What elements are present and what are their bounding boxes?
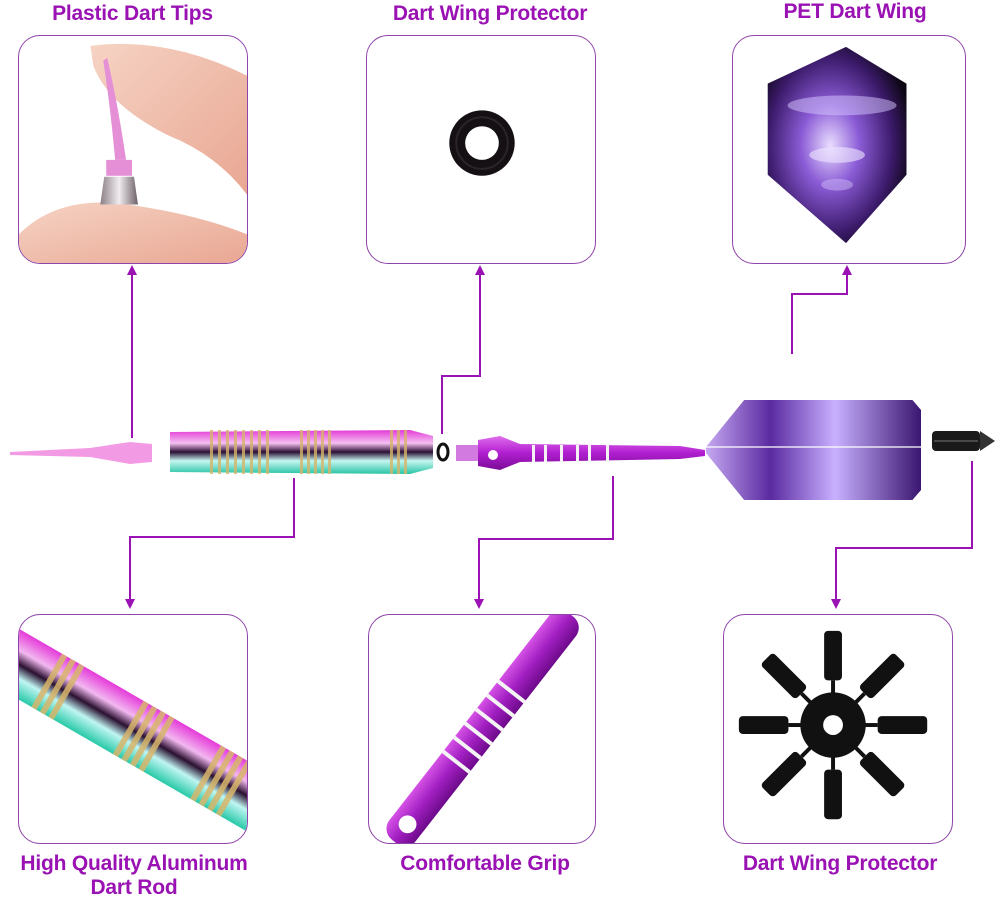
- panel-dart-wing-protector-star: [723, 614, 953, 844]
- panel-comfortable-grip: [368, 614, 596, 844]
- panel-plastic-dart-tips: [18, 35, 248, 264]
- label-dart-wing-protector-top: Dart Wing Protector: [392, 2, 588, 25]
- label-aluminum-dart-rod: High Quality Aluminum Dart Rod: [0, 852, 268, 900]
- dart-assembly: [10, 400, 995, 500]
- plastic-tip-part: [10, 442, 152, 464]
- barrel-closeup-image: [19, 626, 247, 839]
- flight-protector-star-image: [738, 630, 928, 820]
- label-dart-wing-protector-bottom: Dart Wing Protector: [742, 852, 938, 875]
- panel-pet-dart-wing: [732, 35, 966, 264]
- label-comfortable-grip: Comfortable Grip: [400, 852, 570, 875]
- label-aluminum-dart-rod-line2: Dart Rod: [90, 876, 178, 899]
- dart-barrel-part: [170, 430, 433, 474]
- shaft-closeup-image: [386, 615, 579, 843]
- o-ring-part: [436, 442, 450, 462]
- finger-holding-tip-image: [19, 43, 247, 263]
- panel-aluminum-dart-rod: [18, 614, 248, 844]
- label-pet-dart-wing: PET Dart Wing: [783, 0, 927, 23]
- o-ring-image: [449, 110, 515, 176]
- label-aluminum-dart-rod-line1: High Quality Aluminum: [20, 852, 248, 875]
- pet-flight-image: [767, 46, 907, 244]
- aluminum-shaft-part: [456, 436, 705, 470]
- connector-pet-wing: [791, 265, 852, 354]
- panel-dart-wing-protector-ring: [366, 35, 596, 264]
- flight-protector-part: [932, 431, 995, 451]
- label-plastic-dart-tips: Plastic Dart Tips: [52, 2, 213, 25]
- pet-flight-part: [706, 400, 921, 500]
